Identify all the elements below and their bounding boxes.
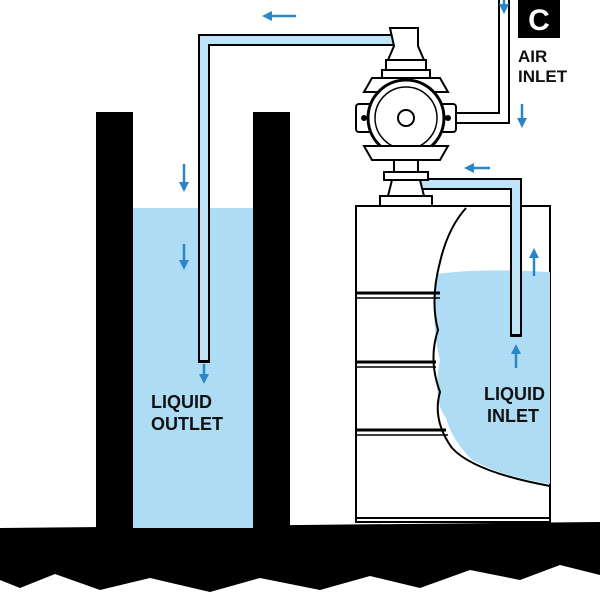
ground-slab [0, 522, 600, 592]
flow-arrow-icon [464, 163, 490, 173]
flow-arrow-icon [179, 244, 189, 270]
flow-arrow-icon [529, 248, 539, 276]
air-inlet-label-line1: AIR [518, 47, 547, 66]
flow-arrow-icon [511, 344, 521, 368]
flow-arrow-icon [262, 11, 296, 21]
left-tank-right-wall [253, 112, 290, 530]
air-supply-line [452, 0, 510, 124]
diagram-letter-badge [518, 0, 560, 38]
diaphragm-pump-icon [355, 27, 457, 207]
liquid-inlet-label-line2: INLET [487, 406, 539, 426]
liquid-outlet-label-line1: LIQUID [151, 392, 212, 412]
flow-arrow-icon [499, 0, 509, 14]
left-tank-left-wall [96, 112, 133, 530]
liquid-inlet-label-line1: LIQUID [484, 384, 545, 404]
flow-arrow-icon [179, 164, 189, 192]
flow-arrow-icon [199, 364, 209, 384]
liquid-outlet-label-line2: OUTLET [151, 414, 223, 434]
badge-letter: C [528, 4, 550, 37]
left-tank-liquid [133, 208, 253, 528]
flow-arrow-icon [517, 104, 527, 128]
air-inlet-label-line2: INLET [518, 67, 568, 86]
